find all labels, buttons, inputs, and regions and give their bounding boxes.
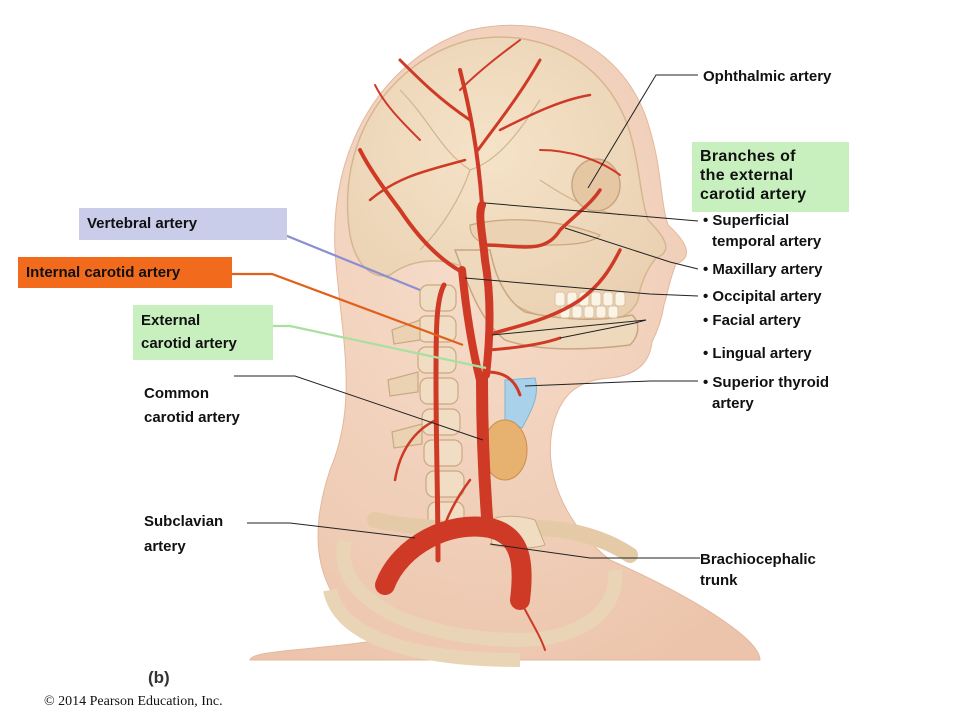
subclavian-label-line1: Subclavian: [144, 513, 224, 530]
arteries: [358, 39, 622, 651]
vertebral-artery-label-box: Vertebral artery: [79, 208, 287, 240]
vertebral-artery-label: Vertebral artery: [87, 215, 198, 232]
facial-artery-label: • Facial artery: [703, 312, 801, 329]
internal-carotid-leader: [232, 272, 464, 347]
lingual-artery-label: • Lingual artery: [703, 345, 812, 362]
skull-sutures: [399, 89, 621, 251]
superficial-temporal-label-line2: temporal artery: [712, 233, 822, 250]
ribs: [323, 538, 623, 667]
branches-header-line3: carotid artery: [700, 186, 807, 203]
brachiocephalic-label-line1: Brachiocephalic: [700, 551, 816, 568]
internal-carotid-label-box: Internal carotid artery: [18, 257, 232, 288]
external-carotid-label-line2: carotid artery: [141, 335, 237, 352]
superior-thyroid-label-line2: artery: [712, 395, 754, 412]
eye-orbit: [571, 158, 621, 212]
mandible: [453, 249, 639, 350]
external-carotid-label-box: External carotid artery: [133, 305, 273, 360]
external-carotid-label-line1: External: [141, 312, 201, 329]
subclavian-label-line2: artery: [144, 538, 186, 555]
branches-header-box: Branches of the external carotid artery: [692, 142, 849, 212]
panel-label: (b): [148, 668, 170, 687]
copyright-notice: © 2014 Pearson Education, Inc.: [44, 694, 223, 709]
internal-carotid-label: Internal carotid artery: [26, 264, 181, 281]
common-carotid-label-line2: carotid artery: [144, 409, 240, 426]
superior-thyroid-label-line1: • Superior thyroid: [703, 374, 830, 391]
superficial-temporal-label-line1: • Superficial: [703, 212, 790, 229]
leader-lines: [234, 74, 700, 559]
larynx: [504, 377, 537, 429]
maxillary-artery-label: • Maxillary artery: [703, 261, 823, 278]
ophthalmic-artery-label: Ophthalmic artery: [703, 68, 832, 85]
brachiocephalic-label-line2: trunk: [700, 572, 738, 589]
common-carotid-label-line1: Common: [144, 385, 209, 402]
branches-header-line2: the external: [700, 167, 794, 184]
occipital-artery-label: • Occipital artery: [703, 288, 822, 305]
branches-header-line1: Branches of: [700, 148, 796, 165]
